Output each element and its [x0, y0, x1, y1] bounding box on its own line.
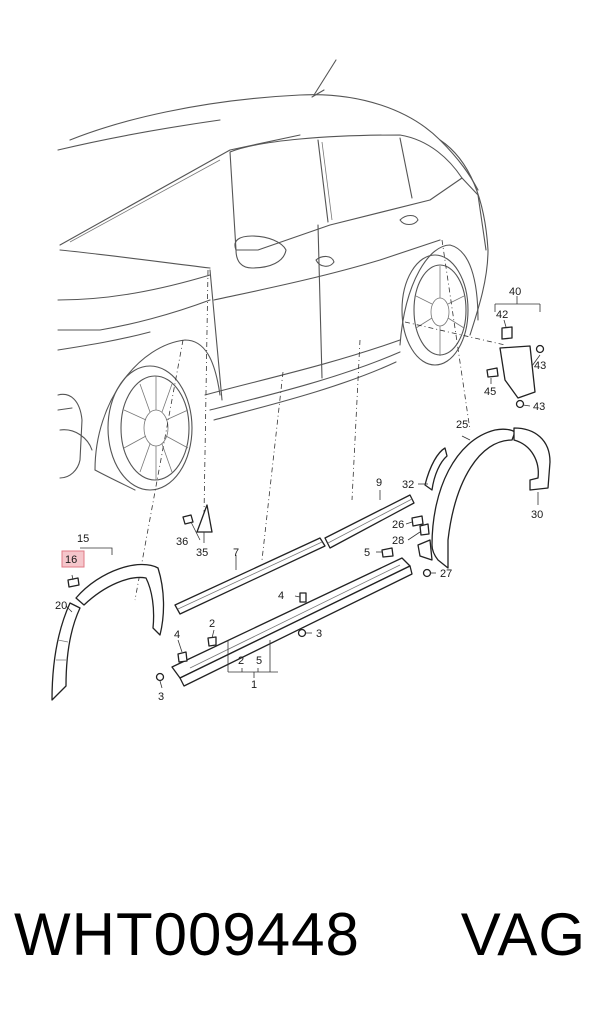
label-4: 4	[278, 590, 284, 602]
footer: WHT009448 VAG	[0, 895, 600, 975]
part-45-clip	[486, 367, 499, 378]
label-3: 3	[316, 628, 322, 640]
label-30: 30	[531, 509, 543, 521]
label-43: 43	[534, 360, 546, 372]
label-28: 28	[392, 535, 404, 547]
part-2-clip	[207, 636, 217, 647]
part-43-screw-bottom	[515, 399, 525, 409]
label-7: 7	[233, 547, 239, 559]
part-labels: 15 16 20 4 2 3 2 5 1 7 4 3 9 5 36 35 32 …	[55, 286, 546, 703]
label-leaders	[65, 296, 541, 689]
label-4: 4	[174, 629, 180, 641]
label-15: 15	[77, 533, 89, 545]
part-30-rear-wheel-arch-liner	[513, 427, 551, 491]
highlight-box	[61, 550, 85, 568]
part-number: WHT009448	[14, 901, 360, 968]
part-40-bracket	[499, 345, 536, 399]
brand-name: VAG	[460, 901, 586, 968]
part-7-door-trim-strip	[174, 537, 326, 615]
label-5: 5	[364, 547, 370, 559]
part-32-rear-wheel-arch-trim	[424, 447, 448, 491]
part-27-screw	[422, 568, 432, 578]
part-25-rear-wheel-arch-extension	[431, 428, 516, 569]
part-3-screw	[155, 672, 165, 682]
part-28-clip	[419, 523, 430, 536]
label-42: 42	[496, 309, 508, 321]
part-26-clip	[411, 515, 424, 527]
part-1-sill-panel	[171, 557, 411, 679]
label-27: 27	[440, 568, 452, 580]
label-32: 32	[402, 479, 414, 491]
part-42-clip	[501, 326, 513, 340]
part-1-sill-panel-lower	[179, 565, 413, 687]
label-43: 43	[533, 401, 545, 413]
label-26: 26	[392, 519, 404, 531]
label-45: 45	[484, 386, 496, 398]
label-1: 1	[251, 679, 257, 691]
parts-diagram: 15 16 20 4 2 3 2 5 1 7 4 3 9 5 36 35 32 …	[51, 59, 551, 703]
label-36: 36	[176, 536, 188, 548]
part-20-front-wheel-arch-trim	[51, 602, 81, 701]
label-16: 16	[65, 554, 77, 566]
part-35-triangle-trim	[196, 504, 213, 533]
part-36-clip	[182, 514, 194, 525]
label-2: 2	[209, 618, 215, 630]
part-3-screw	[297, 628, 307, 638]
part-4-clip	[177, 651, 188, 663]
label-40: 40	[509, 286, 521, 298]
label-2: 2	[238, 655, 244, 667]
part-4-clip	[299, 592, 307, 603]
part-43-screw-top	[535, 344, 545, 354]
label-5: 5	[256, 655, 262, 667]
label-9: 9	[376, 477, 382, 489]
label-20: 20	[55, 600, 67, 612]
label-35: 35	[196, 547, 208, 559]
part-16-clip	[67, 577, 80, 588]
label-25: 25	[456, 419, 468, 431]
car-outline	[57, 59, 489, 491]
part-5-clip	[381, 547, 394, 558]
assembly-leaders	[134, 239, 506, 601]
label-3: 3	[158, 691, 164, 703]
part-15-front-wheel-arch-extension	[75, 563, 165, 636]
